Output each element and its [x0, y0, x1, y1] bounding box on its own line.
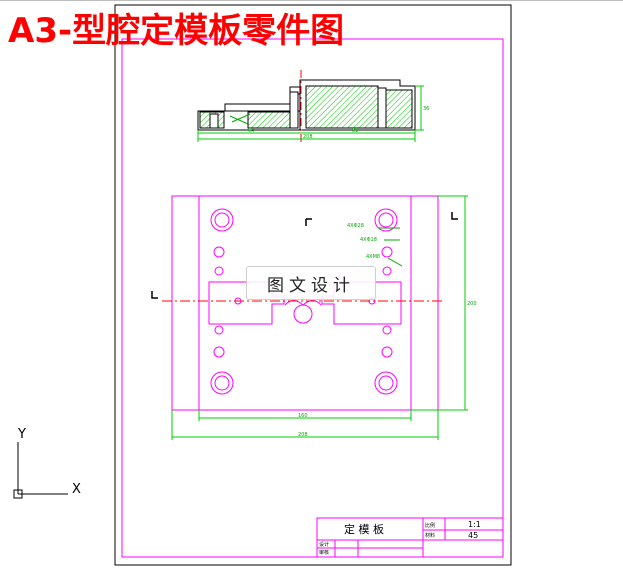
guide-hole — [374, 208, 398, 232]
designer-label: 设计 — [319, 541, 329, 548]
screw-hole — [213, 346, 225, 358]
dim-text: 160 — [298, 413, 308, 419]
bore-feature — [289, 91, 299, 129]
watermark-label: 图文设计 — [246, 266, 376, 300]
title-block: 定 模 板 比例 1:1 材料 45 设计 审核 — [316, 517, 504, 558]
guide-hole — [210, 371, 234, 395]
leader-line — [231, 113, 251, 123]
hatch-region-center — [305, 85, 379, 129]
drawing-title: A3-型腔定模板零件图 — [8, 11, 345, 51]
plan-view: 160 208 200 4XΦ28 4XΦ18 4XM8 — [151, 195, 477, 440]
screw-hole — [214, 325, 224, 335]
bore-feature — [209, 113, 219, 129]
section-mark — [151, 291, 158, 299]
guide-hole — [210, 208, 234, 232]
checker-label: 审核 — [319, 549, 329, 556]
ucs-axis-icon: Y X — [13, 427, 81, 499]
dim-text: 208 — [303, 134, 313, 140]
plate-inner-outline — [198, 195, 412, 411]
guide-hole — [374, 371, 398, 395]
screw-hole — [214, 266, 224, 276]
bore-feature — [377, 87, 387, 129]
hole-note: 4XM8 — [366, 254, 380, 260]
section-view: 64 81 208 36 — [197, 70, 429, 142]
screw-hole — [213, 246, 225, 258]
part-name: 定 模 板 — [344, 522, 384, 536]
material-label: 材料 — [425, 532, 435, 539]
leader-line — [229, 115, 249, 125]
dim-text: 64 — [248, 128, 254, 134]
hatch-region-right — [385, 89, 413, 129]
sprue-circle — [293, 304, 313, 324]
hole-note: 4XΦ18 — [360, 237, 377, 243]
drawing-frame — [121, 38, 504, 558]
dim-text: 36 — [423, 106, 429, 112]
section-mark — [451, 212, 458, 220]
dim-text: 200 — [467, 301, 477, 307]
leader-line — [387, 257, 403, 267]
axis-label-x: X — [72, 482, 81, 497]
dim-text: 81 — [352, 128, 358, 134]
hole-note: 4XΦ28 — [347, 223, 364, 229]
screw-hole — [382, 266, 392, 276]
scale-label: 比例 — [425, 522, 435, 529]
paper-border — [114, 4, 512, 566]
screw-hole — [381, 346, 393, 358]
screw-hole — [381, 246, 393, 258]
section-outline — [197, 86, 301, 131]
section-outline-left — [198, 93, 301, 112]
dim-text: 208 — [298, 432, 308, 438]
axis-label-y: Y — [17, 427, 26, 442]
screw-hole — [382, 325, 392, 335]
section-mark — [305, 218, 312, 226]
material-value: 45 — [468, 531, 478, 540]
scale-value: 1:1 — [468, 520, 481, 529]
